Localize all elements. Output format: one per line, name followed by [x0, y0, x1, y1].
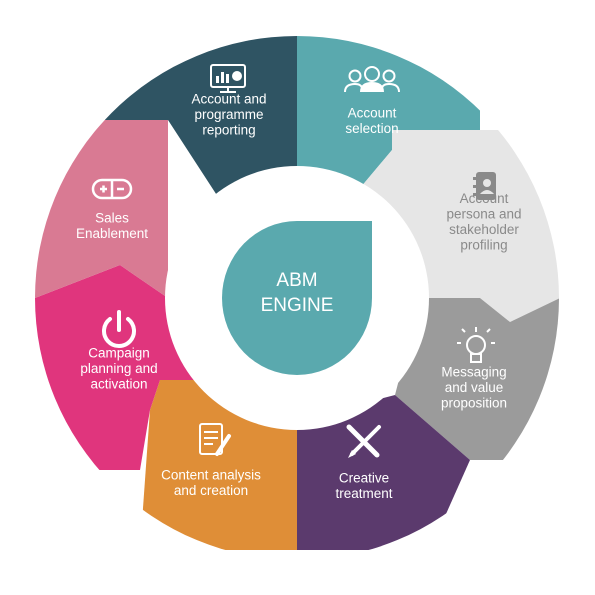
icons-layer	[91, 64, 496, 458]
document-pen-icon	[199, 423, 231, 456]
segment-label-line: persona and	[446, 206, 521, 221]
center-label-line: ABM	[276, 270, 317, 291]
segment-label-line: Content analysis	[161, 467, 261, 482]
pill-icon	[91, 178, 133, 200]
segment-messaging-and-value-proposition	[395, 298, 559, 460]
segment-creative-treatment	[297, 395, 470, 550]
monitor-chart-icon	[210, 64, 246, 93]
segment-label-line: activation	[90, 377, 147, 392]
segment-label-line: stakeholder	[449, 222, 519, 237]
center-label: ABM ENGINE	[261, 270, 334, 316]
segment-account-persona-and-stakeholder-profiling	[350, 130, 559, 322]
address-book-icon	[473, 172, 496, 200]
people-group-icon	[344, 66, 400, 93]
center-drop	[222, 221, 372, 375]
power-icon	[102, 310, 136, 348]
segment-label-line: and creation	[174, 483, 248, 498]
segment-label-line: Sales	[95, 210, 129, 225]
segment-label-line: proposition	[441, 396, 507, 411]
segment-label-line: and value	[445, 380, 504, 395]
center-label-line: ENGINE	[261, 295, 334, 316]
segment-label-line: Enablement	[76, 226, 148, 241]
segment-label-line: Messaging	[441, 365, 506, 380]
segment-label-line: profiling	[460, 237, 507, 252]
segment-label-line: reporting	[202, 123, 255, 138]
lightbulb-icon	[457, 327, 495, 363]
segment-sales-enablement	[35, 120, 168, 298]
segment-account-selection	[297, 36, 480, 200]
segment-label-line: Account	[348, 105, 397, 120]
segment-label-line: planning and	[80, 361, 157, 376]
segment-label-line: programme	[194, 107, 263, 122]
segment-label-line: selection	[345, 121, 398, 136]
segment-label-line: Account and	[191, 92, 266, 107]
segment-label-line: treatment	[335, 486, 392, 501]
pencil-brush-icon	[346, 424, 381, 458]
segment-label-line: Creative	[339, 470, 389, 485]
segment-label-line: Campaign	[88, 346, 150, 361]
